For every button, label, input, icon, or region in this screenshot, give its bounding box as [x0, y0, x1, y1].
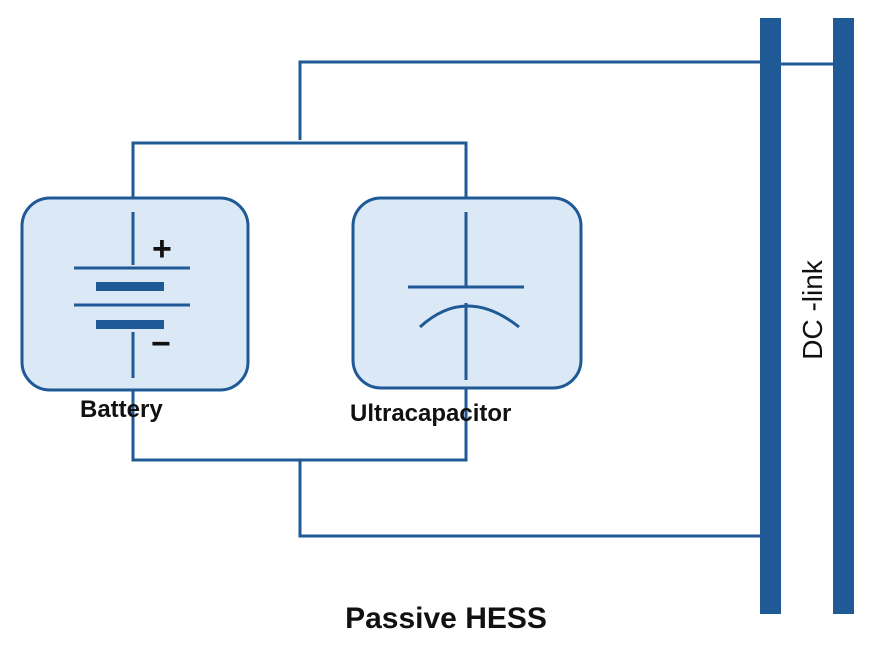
top-parallel-wire	[131, 141, 468, 198]
ultracapacitor-box-frame	[351, 196, 583, 390]
ultracapacitor-box	[351, 196, 583, 390]
battery-box: + −	[20, 196, 250, 392]
battery-plus-sign: +	[152, 230, 172, 268]
battery-icon	[74, 212, 190, 378]
battery-minus-sign: −	[151, 325, 171, 363]
bottom-wire-to-bus	[298, 460, 760, 538]
diagram-caption: Passive HESS	[345, 602, 547, 635]
ultracapacitor-label: Ultracapacitor	[350, 400, 511, 427]
dc-link-bus-left	[760, 18, 781, 614]
dc-link-label: DC -link	[797, 259, 828, 360]
dc-link-bus-right	[833, 18, 854, 614]
battery-box-frame	[20, 196, 250, 392]
battery-label: Battery	[80, 396, 163, 423]
capacitor-icon	[408, 212, 524, 380]
top-wire-to-bus	[298, 60, 780, 140]
